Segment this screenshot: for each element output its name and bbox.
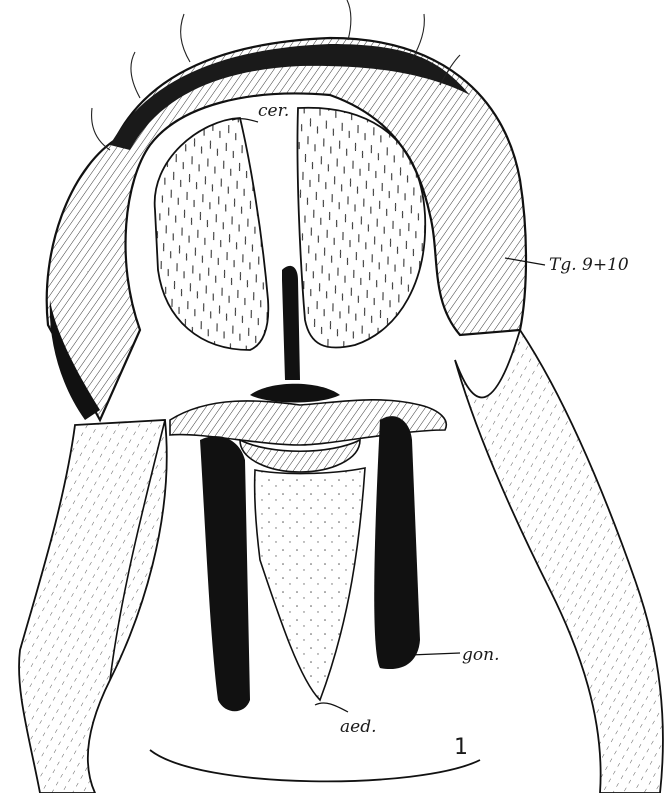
aedeagus: [255, 468, 365, 700]
label-tergite: Tg. 9+10: [549, 255, 629, 275]
label-aedeagus: aed.: [340, 717, 376, 737]
label-cerci: cer.: [258, 101, 289, 121]
figure-number: 1: [454, 735, 468, 760]
label-gonopod: gon.: [462, 645, 499, 665]
